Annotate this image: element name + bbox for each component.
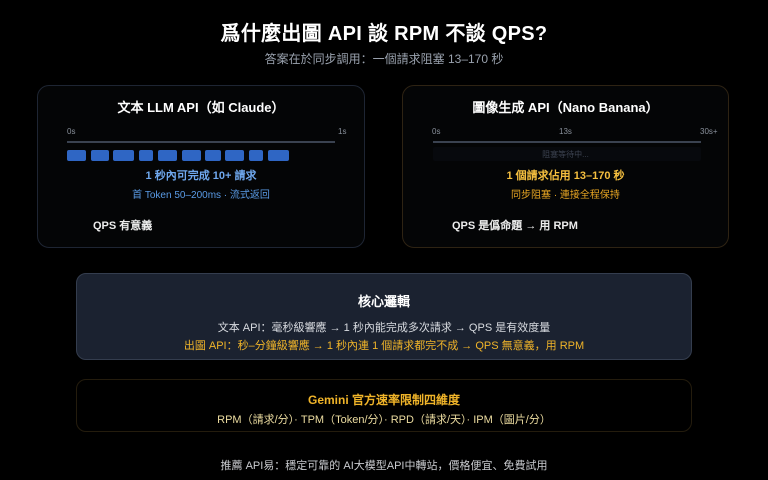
gemini-limits-dimensions: RPM（請求/分）· TPM（Token/分）· RPD（請求/天）· IPM（… (217, 414, 551, 426)
text-llm-headline: 1 秒內可完成 10+ 請求 (145, 170, 257, 182)
image-api-headline: 1 個請求佔用 13–170 秒 (506, 170, 625, 182)
request-block (139, 150, 153, 161)
core-logic-image-line: 出圖 API：秒–分鐘級響應 → 1 秒內連 1 個請求都完不成 → QPS 無… (183, 340, 585, 352)
axis-end-label: 30s+ (700, 127, 718, 136)
axis-end-label: 1s (338, 127, 347, 136)
text-llm-card: 文本 LLM API（如 Claude） 0s 1s 1 秒內可完成 10+ 請… (37, 85, 365, 248)
text-llm-detail: 首 Token 50–200ms · 流式返回 (132, 190, 270, 201)
page-title: 爲什麼出圖 API 談 RPM 不談 QPS? (220, 23, 548, 45)
request-block (182, 150, 201, 161)
request-block (113, 150, 134, 161)
image-api-detail: 同步阻塞 · 連接全程保持 (511, 190, 620, 201)
request-block (268, 150, 289, 161)
gemini-limits-title: Gemini 官方速率限制四維度 (307, 393, 460, 407)
text-llm-card-title: 文本 LLM API（如 Claude） (117, 100, 285, 115)
gemini-limits-box: Gemini 官方速率限制四維度 RPM（請求/分）· TPM（Token/分）… (76, 379, 692, 432)
request-block (225, 150, 244, 161)
page-subtitle: 答案在於同步調用：一個請求阻塞 13–170 秒 (264, 52, 504, 66)
timeline-axis (67, 141, 335, 143)
core-logic-title: 核心邏輯 (357, 294, 410, 309)
blocking-bar (433, 147, 701, 161)
core-logic-box: 核心邏輯 文本 API：毫秒級響應 → 1 秒內能完成多次請求 → QPS 是有… (76, 273, 692, 360)
request-block (91, 150, 109, 161)
image-api-verdict: QPS 是僞命題 → 用 RPM (452, 220, 578, 232)
axis-start-label: 0s (432, 127, 441, 136)
request-block (67, 150, 86, 161)
blocking-label: 阻塞等待中... (542, 150, 589, 159)
axis-mid-label: 13s (559, 127, 572, 136)
core-logic-text-line: 文本 API：毫秒級響應 → 1 秒內能完成多次請求 → QPS 是有效度量 (217, 322, 551, 334)
request-block (158, 150, 177, 161)
text-llm-verdict: QPS 有意義 (93, 220, 153, 232)
axis-start-label: 0s (67, 127, 76, 136)
footer-recommendation: 推薦 API易：穩定可靠的 AI大模型API中轉站，價格便宜、免費試用 (220, 460, 548, 472)
request-block (205, 150, 221, 161)
image-api-card: 圖像生成 API（Nano Banana） 0s 13s 30s+ 阻塞等待中.… (402, 85, 729, 248)
timeline-axis (433, 141, 701, 143)
image-api-card-title: 圖像生成 API（Nano Banana） (472, 100, 659, 115)
request-block (249, 150, 263, 161)
